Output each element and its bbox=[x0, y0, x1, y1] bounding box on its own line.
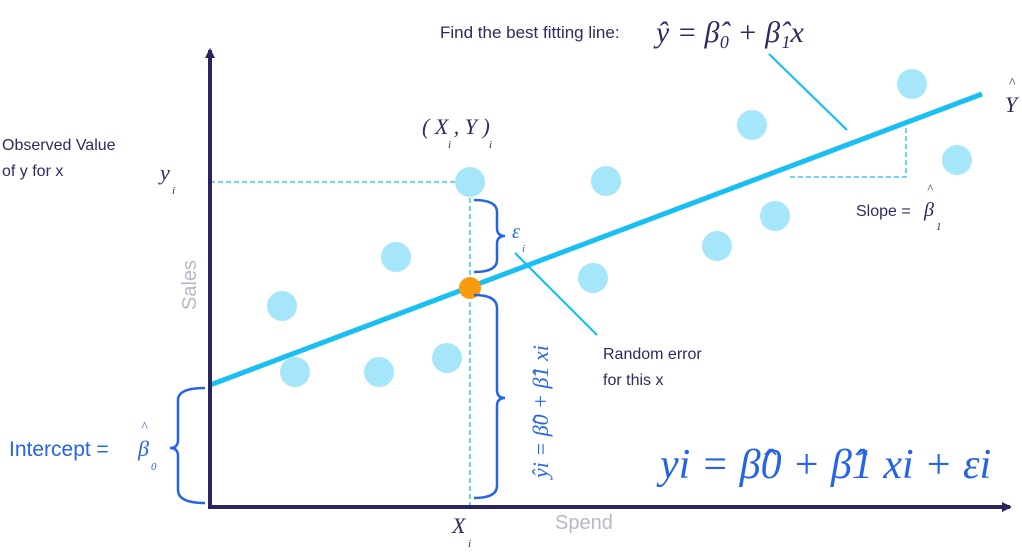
svg-text:Y: Y bbox=[1005, 92, 1020, 117]
data-point bbox=[455, 167, 485, 197]
svg-text:X: X bbox=[451, 513, 467, 538]
fitted-value-equation: ŷi = β̂0 + β̂1 xi bbox=[528, 345, 553, 480]
x-axis-label: Spend bbox=[555, 512, 613, 534]
data-point bbox=[760, 201, 790, 231]
data-point bbox=[591, 166, 621, 196]
point-coordinate-label: ( X , Y ) i i bbox=[422, 114, 492, 151]
svg-text:Intercept =: Intercept = bbox=[9, 438, 109, 461]
intercept-label: Intercept = β ^ 0 bbox=[9, 420, 157, 473]
xi-tick-label: X i bbox=[451, 513, 471, 550]
svg-text:β: β bbox=[137, 436, 149, 461]
svg-text:( X , Y ): ( X , Y ) bbox=[422, 114, 490, 139]
random-error-line2: for this x bbox=[603, 372, 663, 389]
observed-label-line1: Observed Value bbox=[2, 137, 116, 154]
title-formula: ŷ = β̂₀ + β̂₁x bbox=[653, 16, 805, 49]
y-axis-label: Sales bbox=[179, 260, 201, 310]
data-point bbox=[432, 343, 462, 373]
data-point bbox=[280, 357, 310, 387]
observed-label-line2: of y for x bbox=[2, 163, 63, 180]
svg-text:Slope =: Slope = bbox=[856, 203, 911, 220]
data-point bbox=[737, 110, 767, 140]
svg-text:i: i bbox=[489, 139, 492, 151]
svg-text:i: i bbox=[522, 243, 525, 255]
regression-line bbox=[209, 91, 983, 388]
svg-text:y: y bbox=[158, 160, 170, 185]
svg-text:^: ^ bbox=[927, 181, 934, 196]
random-error-line1: Random error bbox=[603, 346, 702, 363]
svg-text:1: 1 bbox=[936, 221, 942, 233]
error-callout-line bbox=[514, 252, 598, 336]
data-point bbox=[364, 357, 394, 387]
svg-text:0: 0 bbox=[151, 461, 157, 473]
epsilon-brace bbox=[473, 198, 506, 274]
yhat-label: Y ^ bbox=[1005, 76, 1020, 117]
predicted-point bbox=[459, 277, 481, 299]
data-point bbox=[897, 69, 927, 99]
svg-text:β: β bbox=[923, 199, 934, 221]
svg-text:^: ^ bbox=[141, 420, 148, 435]
model-equation: yi = β̂0 + β̂1 xi + εi bbox=[656, 442, 991, 488]
fitted-brace bbox=[473, 293, 506, 500]
data-point bbox=[578, 263, 608, 293]
data-point bbox=[702, 231, 732, 261]
svg-text:ε: ε bbox=[512, 221, 520, 243]
title-text: Find the best fitting line: bbox=[440, 23, 620, 42]
title-callout-line bbox=[768, 53, 848, 131]
svg-text:i: i bbox=[448, 139, 451, 151]
slope-label: Slope = β ^ 1 bbox=[856, 181, 942, 233]
data-point bbox=[267, 291, 297, 321]
svg-text:i: i bbox=[468, 538, 471, 550]
data-points bbox=[267, 69, 972, 387]
data-point bbox=[942, 145, 972, 175]
svg-text:^: ^ bbox=[1009, 76, 1016, 91]
yi-tick-label: y i bbox=[158, 160, 175, 197]
epsilon-label: ε i bbox=[512, 221, 525, 255]
data-point bbox=[381, 242, 411, 272]
intercept-brace bbox=[169, 386, 206, 505]
svg-text:i: i bbox=[172, 185, 175, 197]
